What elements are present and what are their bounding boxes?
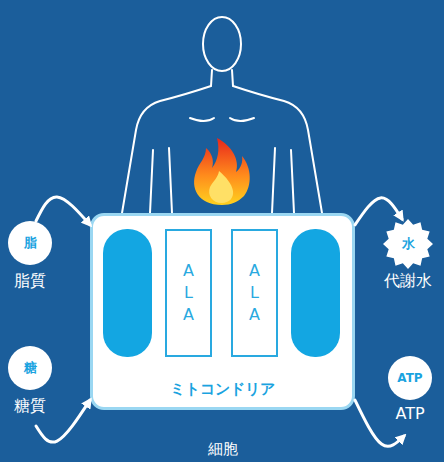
flow-arrow	[36, 400, 90, 442]
nutrient-circle: 糖糖質	[0, 346, 60, 426]
node-caption: 代謝水	[384, 271, 432, 292]
circle-shape: ATP	[388, 356, 432, 400]
nutrient-circle: 脂脂質	[0, 221, 60, 301]
cyan-capsule	[291, 229, 340, 357]
ala-capsule: A L A	[231, 229, 278, 357]
shape-label: 脂	[24, 234, 37, 252]
flow-arrow	[36, 197, 90, 225]
ala-label: A L A	[248, 260, 262, 326]
shape-label: 糖	[24, 359, 37, 377]
ala-capsule: A L A	[165, 229, 212, 357]
flame-core	[209, 171, 233, 203]
circle-shape: 脂	[8, 221, 52, 265]
node-caption: ATP	[395, 404, 424, 423]
circle-shape: 糖	[8, 346, 52, 390]
cell-label: 細胞	[93, 440, 352, 459]
node-caption: 糖質	[14, 396, 46, 417]
ala-label: A L A	[182, 260, 196, 326]
star-shape: 水	[383, 219, 433, 269]
flow-arrow	[355, 198, 402, 225]
flow-arrow	[355, 400, 404, 446]
cyan-capsule	[103, 229, 152, 357]
nutrient-circle: ATP ATP	[380, 356, 440, 436]
shape-label: ATP	[397, 371, 422, 385]
mitochondria-label: ミトコンドリア	[93, 380, 352, 399]
flame-icon	[194, 138, 250, 205]
cell-box: ミトコンドリア細胞A L AA L A	[90, 213, 355, 410]
human-silhouette	[122, 17, 322, 213]
node-caption: 脂質	[14, 271, 46, 292]
water-star: 水代謝水	[378, 219, 438, 301]
shape-label: 水	[402, 235, 415, 253]
